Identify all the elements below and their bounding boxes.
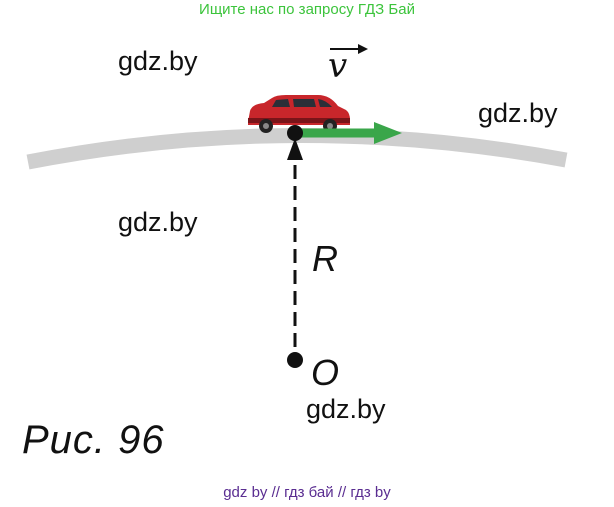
radius-arrowhead — [287, 138, 303, 160]
top-banner[interactable]: Ищите нас по запросу ГДЗ Бай — [199, 1, 415, 18]
car-point — [287, 125, 303, 141]
watermark-3: gdz.by — [118, 207, 198, 237]
center-label: O — [311, 352, 340, 393]
radius-label: R — [312, 238, 338, 279]
watermark-2: gdz.by — [478, 98, 558, 128]
vector-bar-head — [358, 44, 368, 54]
center-point — [287, 352, 303, 368]
velocity-arrowhead — [374, 122, 402, 144]
watermark-1: gdz.by — [118, 46, 198, 76]
watermark-4: gdz.by — [306, 394, 386, 424]
velocity-label: v — [328, 46, 348, 86]
footer-text[interactable]: gdz by // гдз бай // гдз by — [223, 484, 391, 501]
figure-caption: Рис. 96 — [22, 418, 165, 462]
